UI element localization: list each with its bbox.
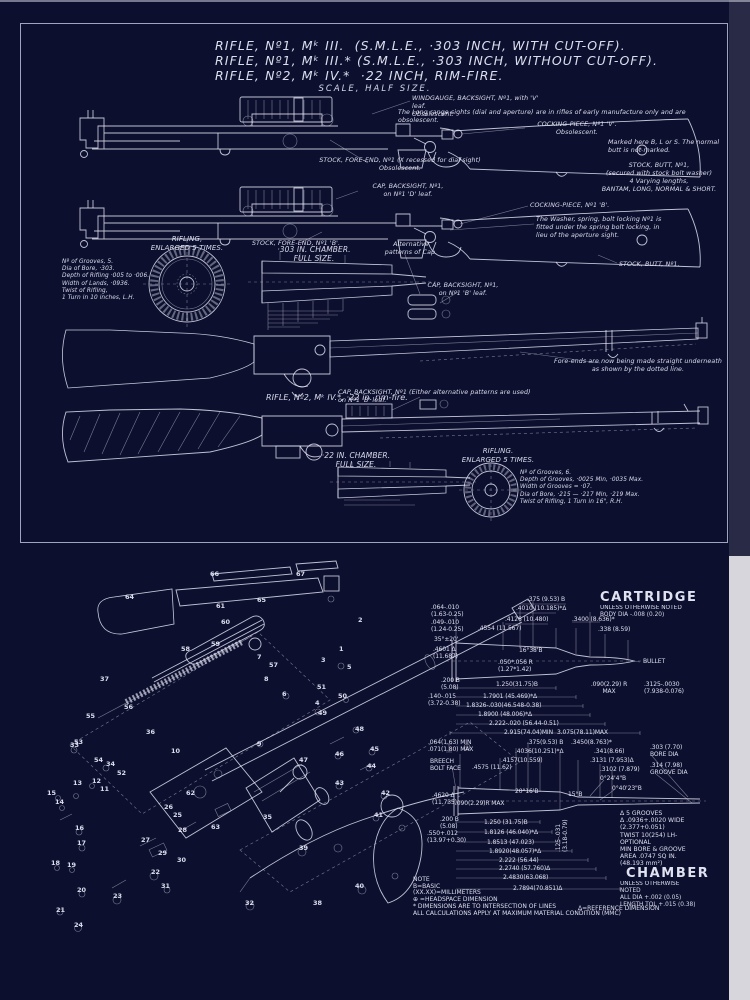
annotation-leader-lines xyxy=(299,100,644,411)
chamber-tolerance-note: UNLESS OTHERWISE NOTED ALL DIA +.002 (0.… xyxy=(620,881,696,908)
exploded-parts-drawing xyxy=(54,560,536,932)
photo-right-edge-upper xyxy=(729,0,750,556)
rifle-no1-mkiii-star-drawing xyxy=(79,186,701,268)
chamber-title: CHAMBER xyxy=(626,866,710,881)
cartridge-title: CARTRIDGE xyxy=(600,590,698,605)
rifle-no1-mkiii-drawing xyxy=(79,96,701,178)
cartridge-dimension-drawing xyxy=(446,600,648,735)
chamber-303-drawing xyxy=(248,252,436,330)
rifling-303-cross-section xyxy=(143,240,231,328)
cap-backsight-detail-drawing xyxy=(407,294,451,320)
rifling-22-cross-section xyxy=(459,458,523,522)
reference-dimension-note: Δ=REFERENCE DIMENSION xyxy=(578,905,660,912)
poster-title-line-3: RIFLE, Nº2, Mᵏ IV.* ·22 INCH, RIM-FIRE. xyxy=(215,68,504,83)
photo-right-edge xyxy=(729,556,750,1000)
rifle-no2-mkiv-drawing xyxy=(62,399,709,463)
blueprint-border-frame xyxy=(20,23,728,543)
rifle-no2-mkiv-sectioned-drawing xyxy=(62,317,708,397)
scale-note: SCALE, HALF SIZE. xyxy=(318,84,432,94)
chamber-rifling-note: Δ 5 GROOVES Δ .0936+.0020 WIDE (2.377+0.… xyxy=(620,810,686,868)
poster-title-line-1: RIFLE, Nº1, Mᵏ III. (S.M.L.E., ·303 INCH… xyxy=(215,38,626,53)
chamber-22-drawing xyxy=(330,461,476,506)
poster-title-line-2: RIFLE, Nº1, Mᵏ III.* (S.M.L.E., ·303 INC… xyxy=(215,53,659,68)
drawing-notes: NOTE B=BASIC (XX.XX)=MILLIMETERS ⊕ =HEAD… xyxy=(413,876,622,917)
photo-top-edge xyxy=(0,0,750,2)
cartridge-tolerance-note: UNLESS OTHERWISE NOTED BODY DIA -.008 (0… xyxy=(600,605,682,618)
chamber-dimension-drawing xyxy=(446,742,706,891)
